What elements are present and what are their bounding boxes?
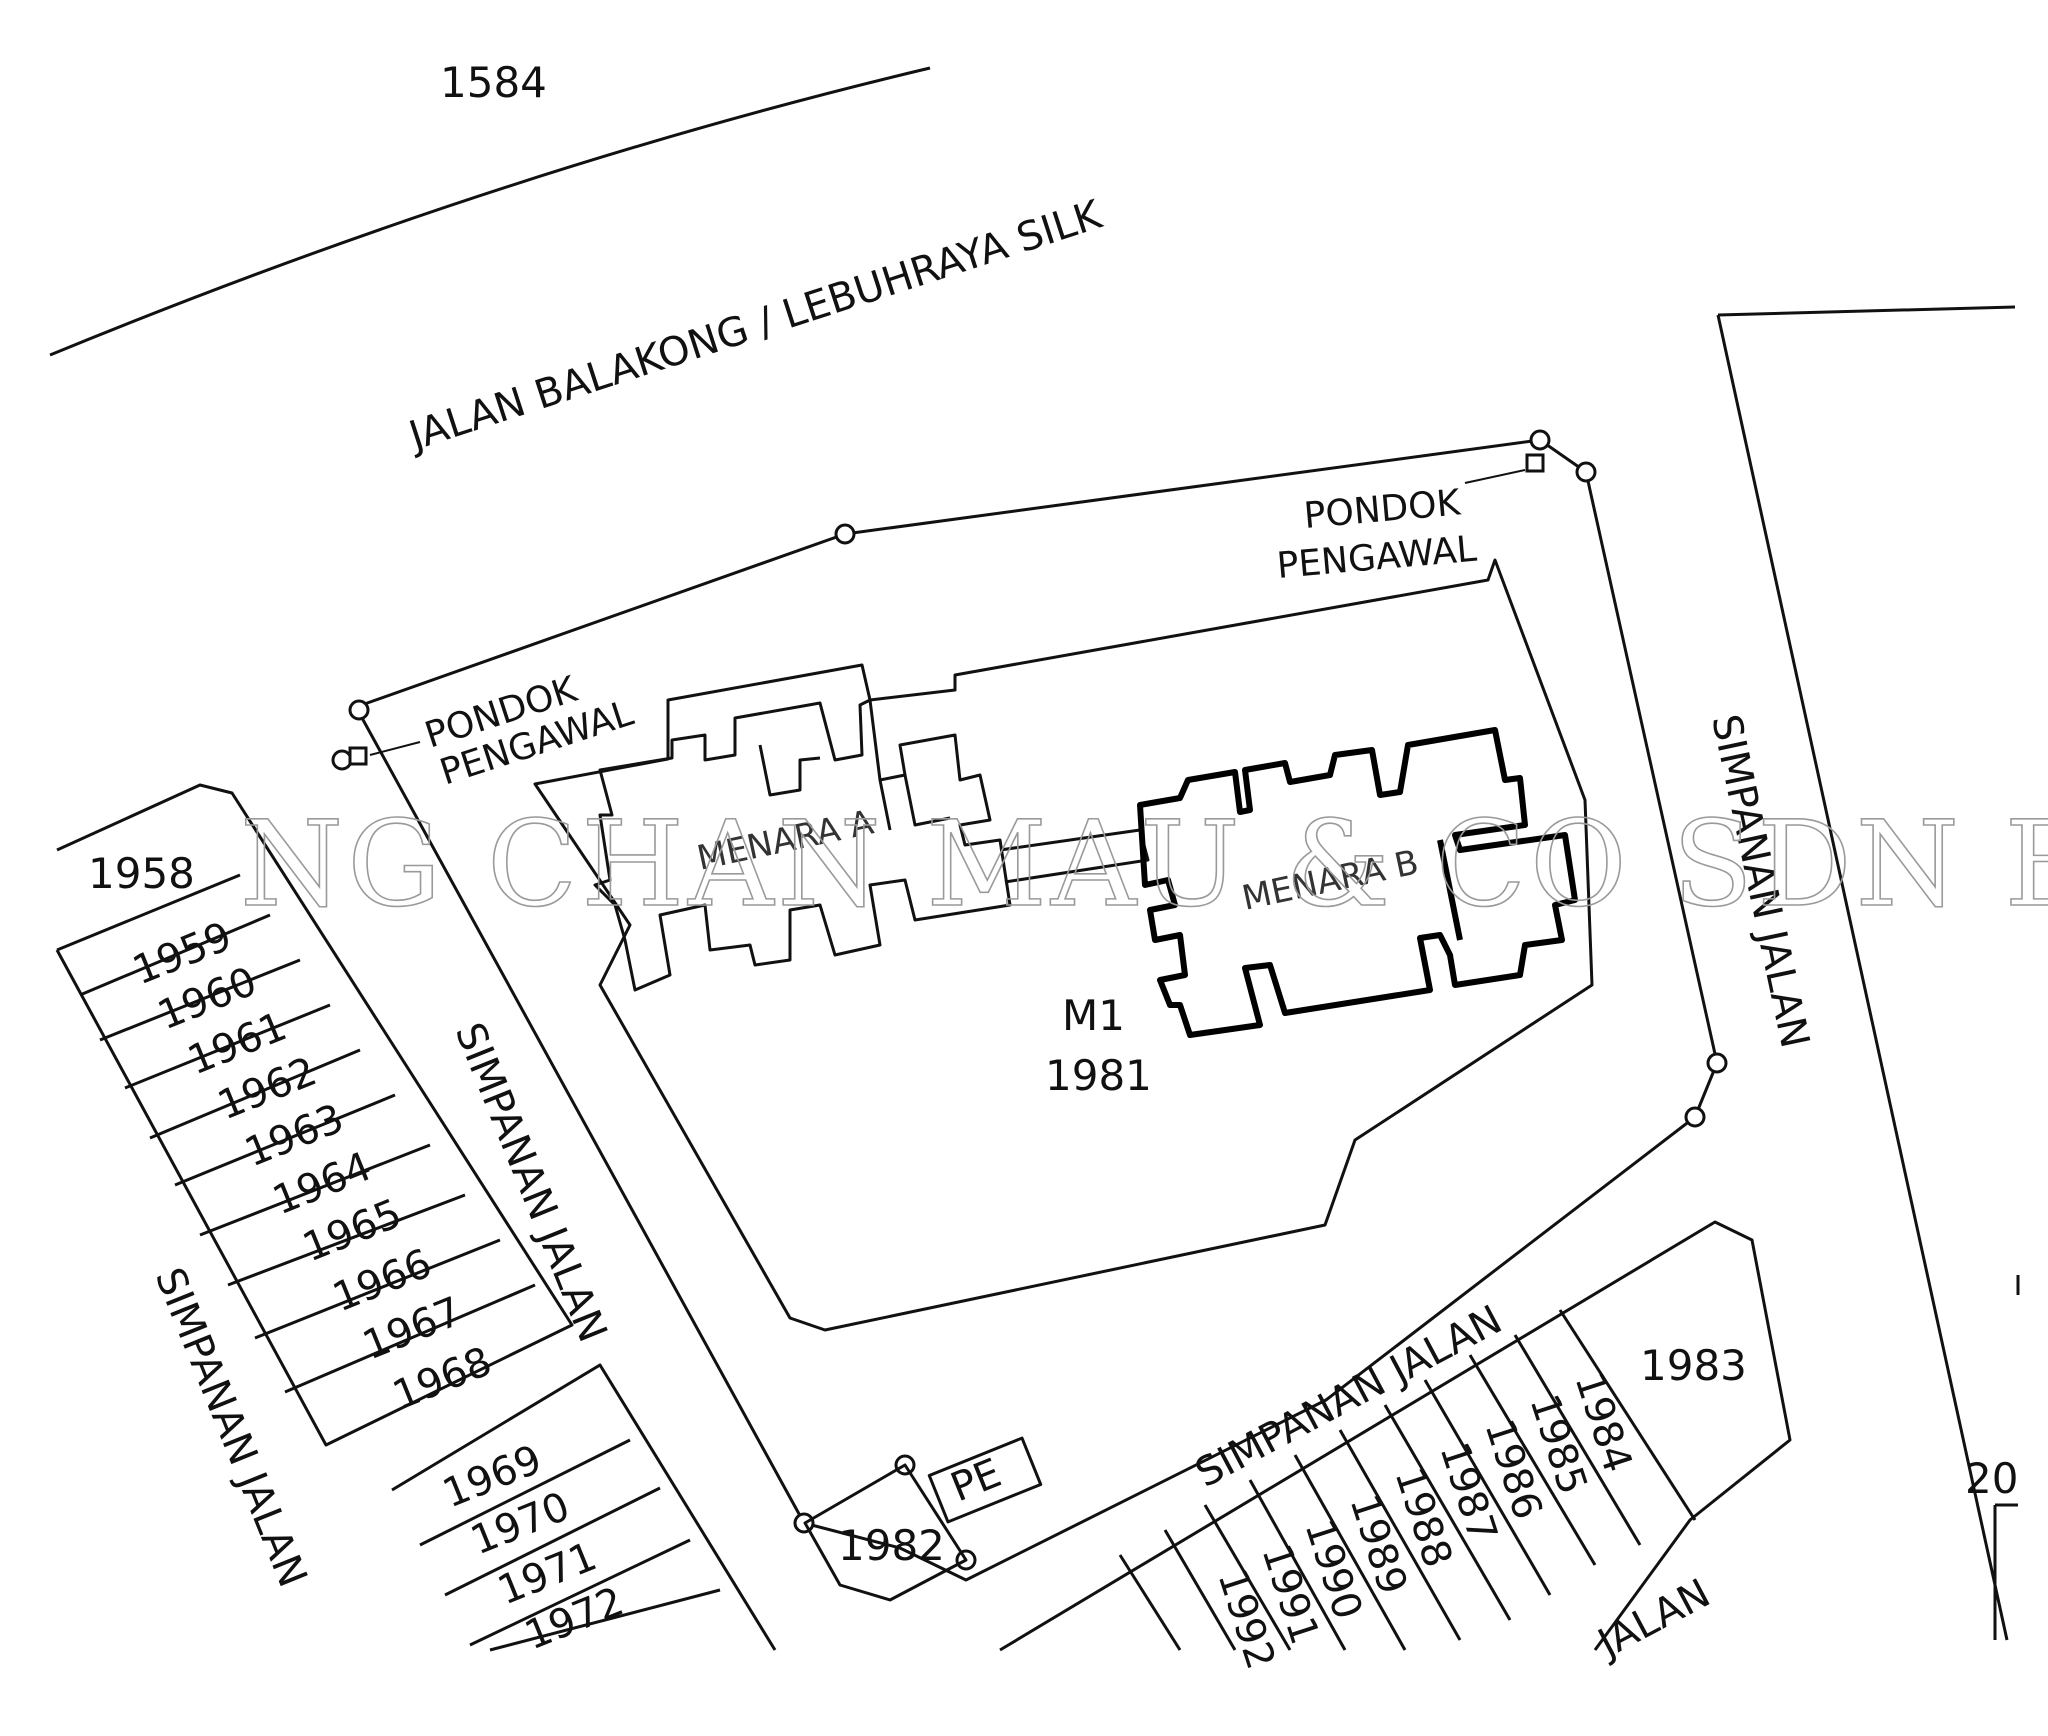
right-edge-tick xyxy=(1993,1275,2020,1640)
lower-left-lot-strip xyxy=(391,1363,777,1651)
main-lot-code: M1 xyxy=(1062,991,1125,1040)
boundary-node xyxy=(348,699,370,721)
top-lot-label: 1584 xyxy=(440,58,547,107)
guard-box-1 xyxy=(348,746,368,766)
lot-1982-boundary xyxy=(803,1463,968,1602)
right-boundary-line-2 xyxy=(1716,314,2009,1641)
pe-box xyxy=(927,1436,1043,1524)
guard-2-leader xyxy=(1464,469,1526,484)
tower-b-outline xyxy=(1137,727,1578,1038)
boundary-node xyxy=(1529,429,1551,451)
road-edge-line xyxy=(49,66,931,357)
lot-1982: 1982 xyxy=(838,1521,945,1570)
guard-1-leader xyxy=(369,741,421,756)
boundary-node xyxy=(1575,461,1597,483)
reserve-road-label-left: SIMPANAN JALAN xyxy=(146,1262,316,1594)
left-lot-dividers xyxy=(56,873,536,1394)
tower-a-outline xyxy=(593,698,1012,992)
building-platform xyxy=(533,558,1594,1332)
guard-box-2 xyxy=(1525,453,1545,473)
boundary-node xyxy=(1684,1106,1706,1128)
tower-a-inner xyxy=(758,744,951,831)
guard-house-2-line2: PENGAWAL xyxy=(1275,529,1478,587)
main-road-label: JALAN BALAKONG / LEBUHRAYA SILK xyxy=(401,191,1109,460)
bottom-lot-strip xyxy=(999,1220,1792,1652)
lower-left-dividers xyxy=(419,1438,721,1652)
lower-left-lots: 1969 1970 1971 1972 xyxy=(437,1436,631,1659)
reserve-road-label-mid: SIMPANAN JALAN xyxy=(446,1017,616,1349)
lot-1983: 1983 xyxy=(1640,1341,1747,1390)
left-lot-strip xyxy=(55,783,574,1447)
main-lot-number: 1981 xyxy=(1045,1051,1152,1100)
bottom-lot-dividers xyxy=(1118,1309,1697,1651)
guard-house-2-line1: PONDOK xyxy=(1302,482,1463,537)
tower-b-core xyxy=(1437,839,1463,941)
boundary-node xyxy=(331,749,353,771)
edge-lot-label: 20 xyxy=(1965,1454,2018,1503)
road-fragment-label: JALAN xyxy=(1588,1570,1717,1668)
boundary-node xyxy=(1706,1052,1728,1074)
boundary-node xyxy=(834,523,856,545)
lot-1958: 1958 xyxy=(88,849,195,898)
watermark-text: NG CHAN MAU & CO SDN BHD xyxy=(240,795,2048,933)
right-boundary-line xyxy=(1717,305,2016,317)
